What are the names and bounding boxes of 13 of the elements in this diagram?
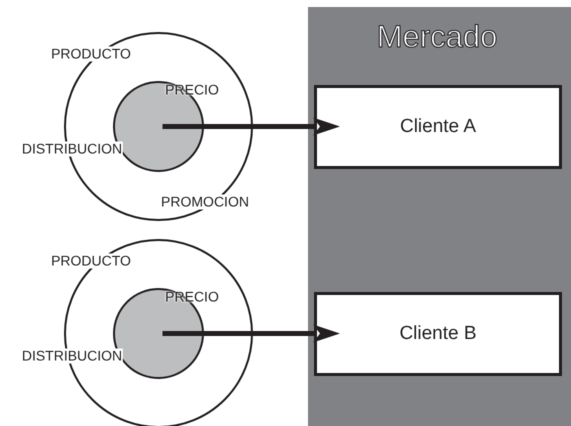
ring-label: DISTRIBUCION: [20, 348, 124, 364]
arrow: [162, 118, 340, 136]
ring-label: PROMOCION: [160, 194, 250, 210]
panel-title: Mercado: [376, 20, 498, 54]
client-box: [314, 85, 562, 169]
client-box: [314, 292, 562, 376]
ring-label: DISTRIBUCION: [20, 142, 124, 156]
ring-label: PRODUCTO: [50, 254, 132, 268]
client-label: Cliente B: [398, 323, 478, 345]
ring-label: PRODUCTO: [50, 46, 132, 62]
market-panel: [308, 7, 571, 426]
client-label: Cliente A: [398, 116, 478, 138]
arrow: [162, 324, 340, 342]
